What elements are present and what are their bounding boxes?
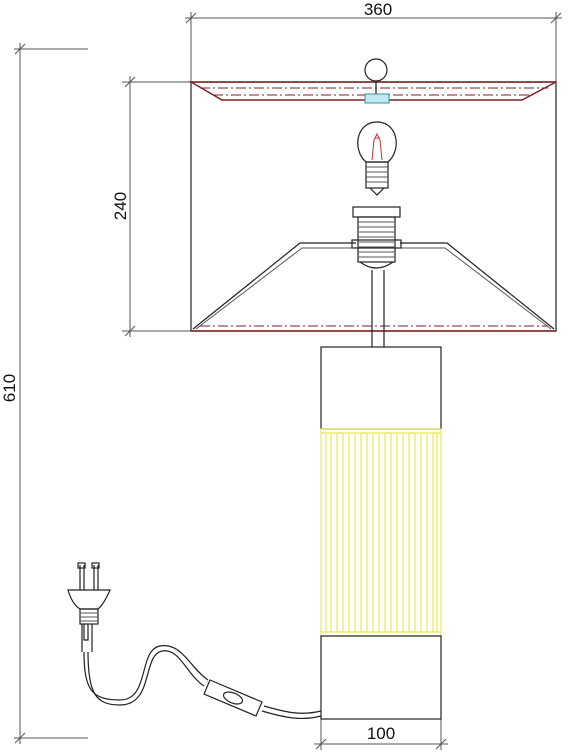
upper-body-block [320,346,442,430]
shade-width-label: 360 [364,0,392,19]
switch-icon [203,679,263,717]
lamp-shade [188,81,557,332]
finial-connector [364,93,390,104]
dimension-shade-width: 360 [185,0,562,82]
power-cord [83,645,322,720]
dimension-shade-height: 240 [111,76,192,337]
base-width-label: 100 [367,724,395,743]
total-height-label: 610 [0,374,19,402]
plug-icon [67,562,111,652]
glass-rod-section [320,428,442,637]
stem-rod [371,270,385,347]
dimension-base-width: 100 [314,716,448,750]
dimension-total-height: 610 [0,43,88,744]
finial [364,58,390,104]
bulb-icon [357,121,397,196]
shade-height-label: 240 [111,192,130,220]
lamp-socket [351,206,402,269]
lower-base-block [320,635,442,720]
